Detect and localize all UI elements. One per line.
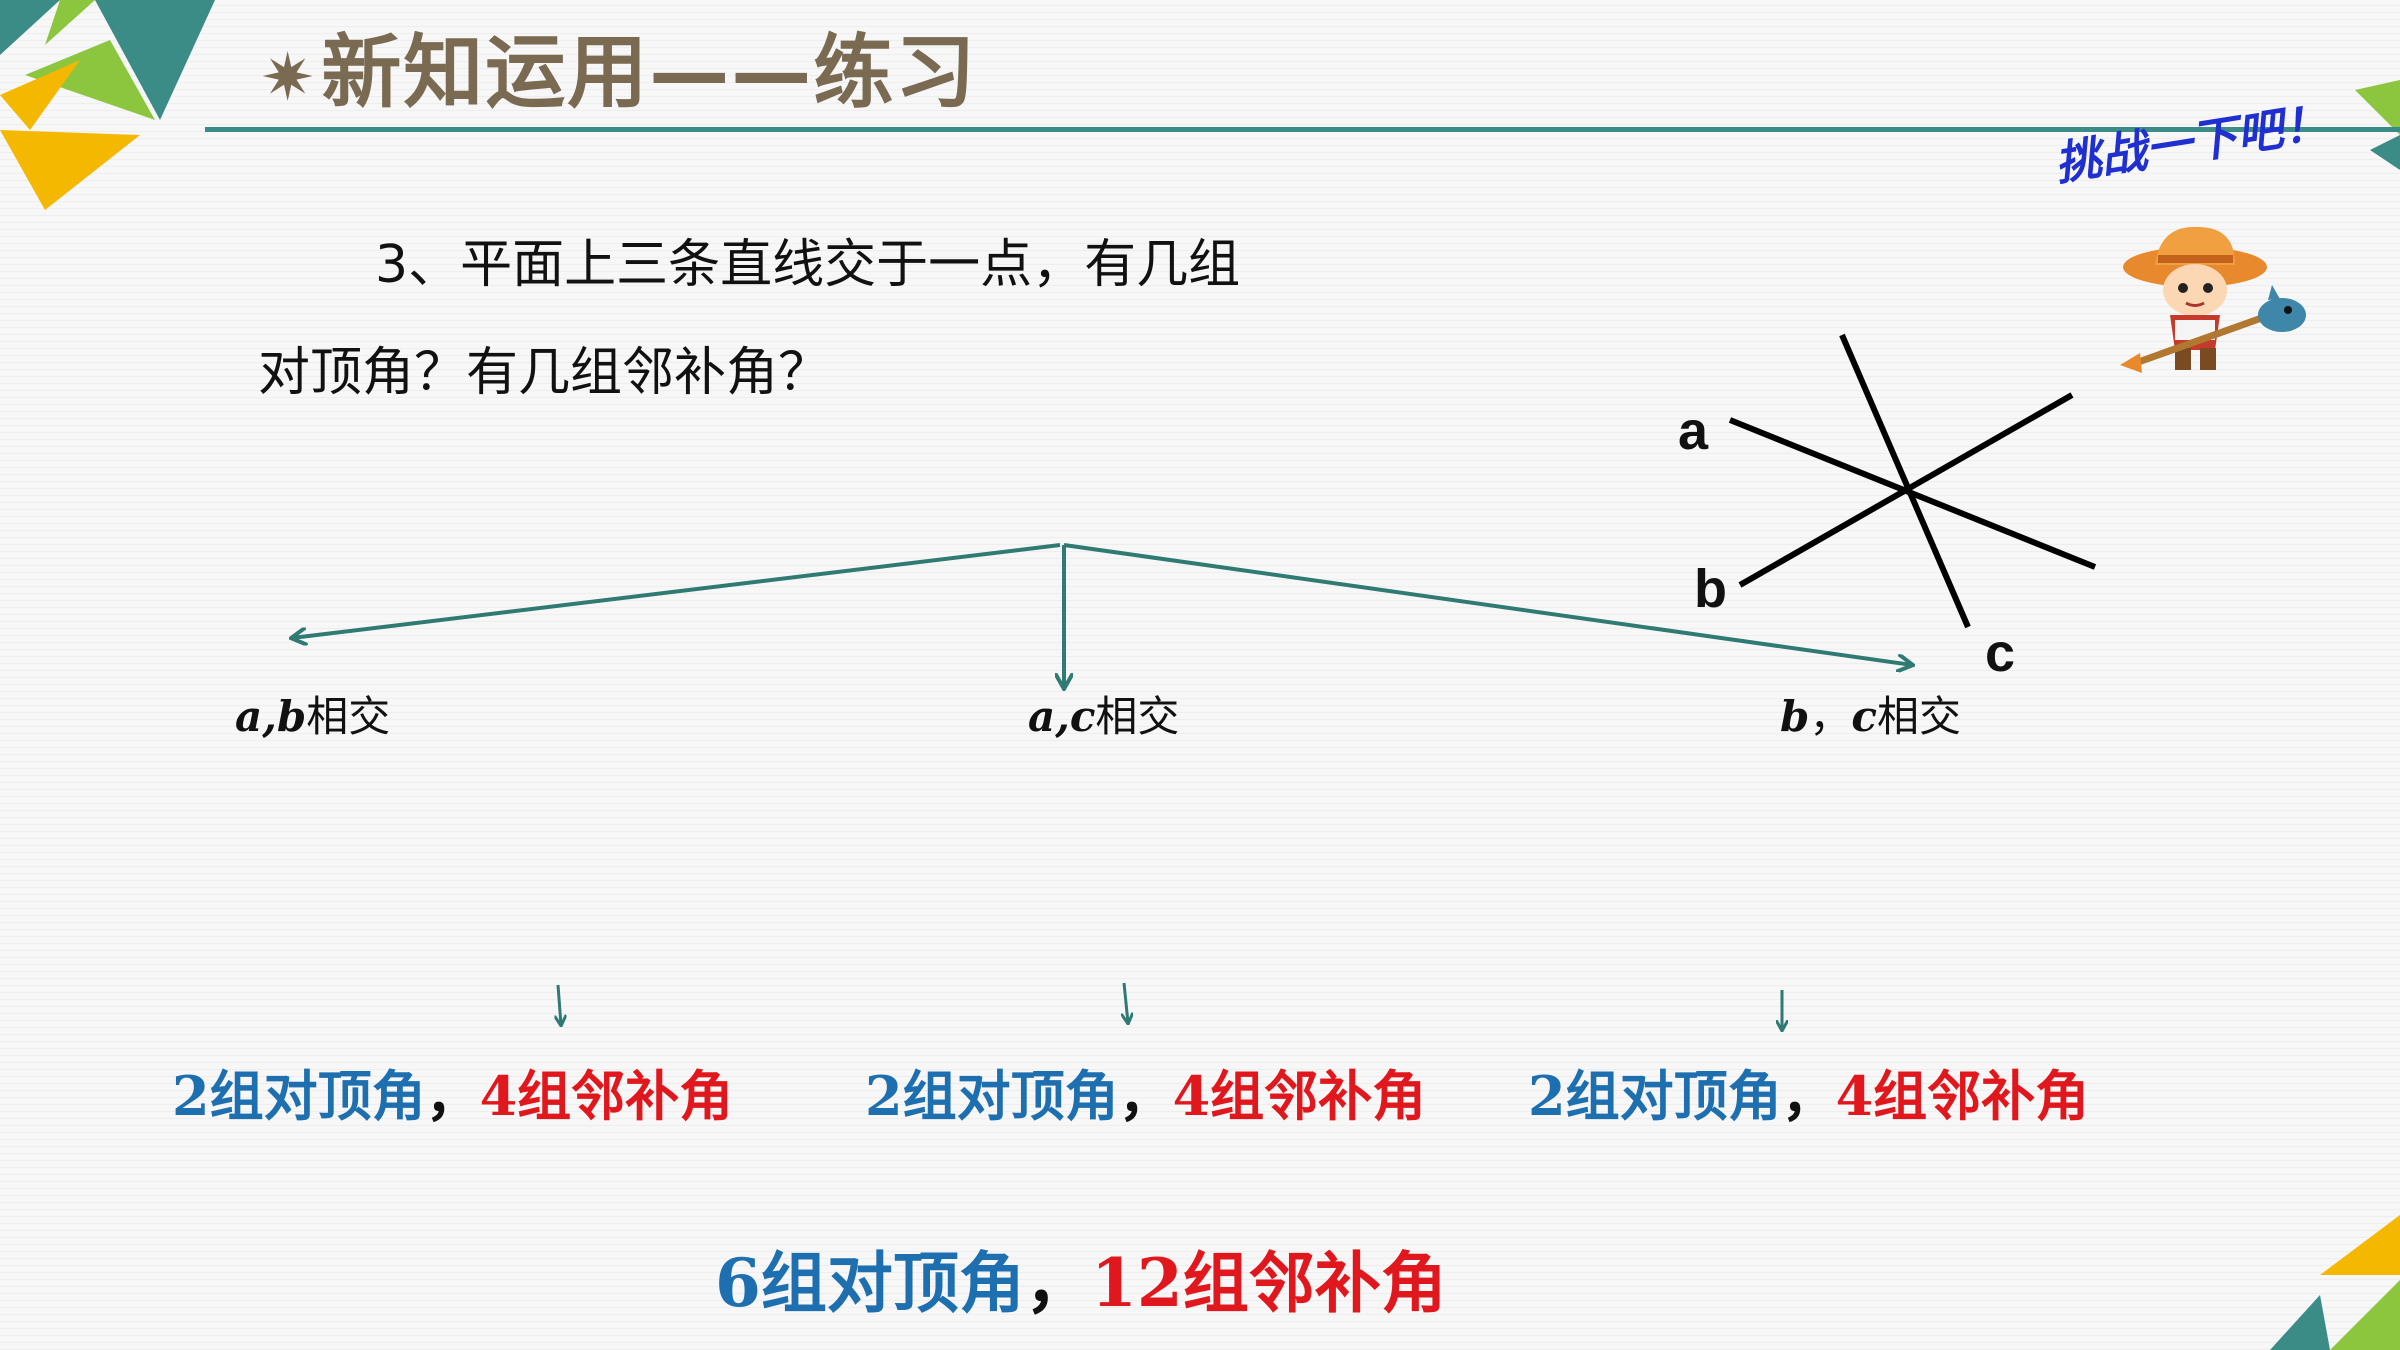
small-arrow-1 — [558, 984, 561, 1025]
result-2: 2组对顶角，4组邻补角 — [865, 1064, 1427, 1128]
title-text: 新知运用——练习 — [321, 26, 978, 119]
result-3: 2组对顶角，4组邻补角 — [1528, 1064, 2090, 1128]
header-divider — [205, 127, 2400, 132]
small-arrow-2 — [1124, 982, 1128, 1023]
question-line-1: 3、平面上三条直线交于一点，有几组 — [375, 235, 1241, 295]
corner-decoration-bottom-right — [2270, 1215, 2400, 1350]
three-lines-figure — [1728, 333, 2097, 629]
question-line-2: 对顶角？有几组邻补角？ — [258, 343, 831, 403]
case-label-2: a,c相交 — [1028, 692, 1180, 741]
arrow-right — [1063, 543, 1912, 665]
line-c — [1839, 333, 1971, 629]
arrow-left — [292, 543, 1061, 638]
case-label-3: b，c相交 — [1780, 692, 1961, 741]
corner-decoration-top-left — [0, 0, 215, 210]
total-result: 6组对顶角，12组邻补角 — [715, 1244, 1447, 1322]
star-icon: ✷ — [260, 39, 318, 116]
line-label-b: b — [1694, 559, 1727, 619]
case-label-1: a,b相交 — [235, 692, 391, 741]
result-1: 2组对顶角，4组邻补角 — [172, 1064, 734, 1128]
line-label-c: c — [1985, 623, 2016, 683]
corner-decoration-right-top — [2355, 80, 2400, 170]
cowboy-mascot-icon — [2120, 226, 2306, 373]
page-title: ✷新知运用——练习 — [260, 8, 977, 124]
line-label-a: a — [1678, 401, 1709, 461]
